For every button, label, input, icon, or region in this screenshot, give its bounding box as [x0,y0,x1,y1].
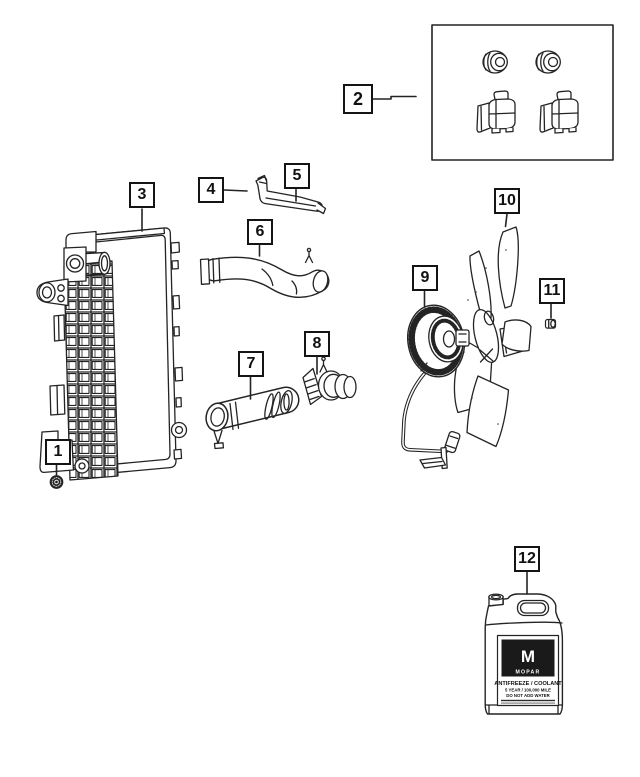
callout-number: 7 [246,355,256,372]
callout-number: 2 [352,88,363,109]
callout-6[interactable]: 6 [247,219,273,245]
jug-label-text: M MOPAR ANTIFREEZE / COOLANT 5 YEAR / 10… [494,647,562,704]
jug-product-text: ANTIFREEZE / COOLANT [494,681,562,687]
callout-9[interactable]: 9 [412,265,438,291]
drain-cock-drawing [49,475,64,489]
callout-number: 11 [543,282,561,299]
callout-number: 9 [420,269,430,286]
lower-hose-tube-drawing [205,386,300,450]
callout-number: 4 [206,181,216,198]
callout-number: 3 [137,186,147,203]
callout-7[interactable]: 7 [238,351,264,377]
callout-number: 8 [312,335,322,352]
callout-3[interactable]: 3 [129,182,155,208]
callout-12[interactable]: 12 [514,546,540,572]
mounting-bracket-drawing [255,174,327,215]
callout-number: 1 [53,443,63,460]
callout-8[interactable]: 8 [304,331,330,357]
bracket-drawing [476,90,516,134]
callout-number: 6 [255,223,265,240]
grommet-drawing [535,50,561,74]
callout-5[interactable]: 5 [284,163,310,189]
callout-11[interactable]: 11 [539,278,565,304]
callout-2[interactable]: 2 [343,84,373,114]
leader-lines [55,95,552,595]
mopar-m-logo: M [521,647,535,666]
jug-warning-text: DO NOT ADD WATER [506,693,550,698]
coolant-jug-drawing [484,593,564,715]
grommet-drawing [482,50,508,74]
nut-drawing [544,318,557,329]
upper-hose-drawing [199,247,330,299]
fan-clutch-drawing [401,304,470,470]
callout-4[interactable]: 4 [198,177,224,203]
bracket-drawing [539,90,579,134]
fan-blade-drawing [453,226,532,448]
callout-number: 12 [518,550,536,567]
jug-spec-text: 5 YEAR / 100,000 MILE [505,688,551,693]
callout-number: 5 [292,167,302,184]
grommet-bracket-kit-box [431,24,614,161]
hose-connector-drawing [302,356,357,406]
callout-10[interactable]: 10 [494,188,520,214]
callout-number: 10 [498,192,516,209]
jug-brand-text: MOPAR [516,670,541,676]
callout-1[interactable]: 1 [45,439,71,465]
